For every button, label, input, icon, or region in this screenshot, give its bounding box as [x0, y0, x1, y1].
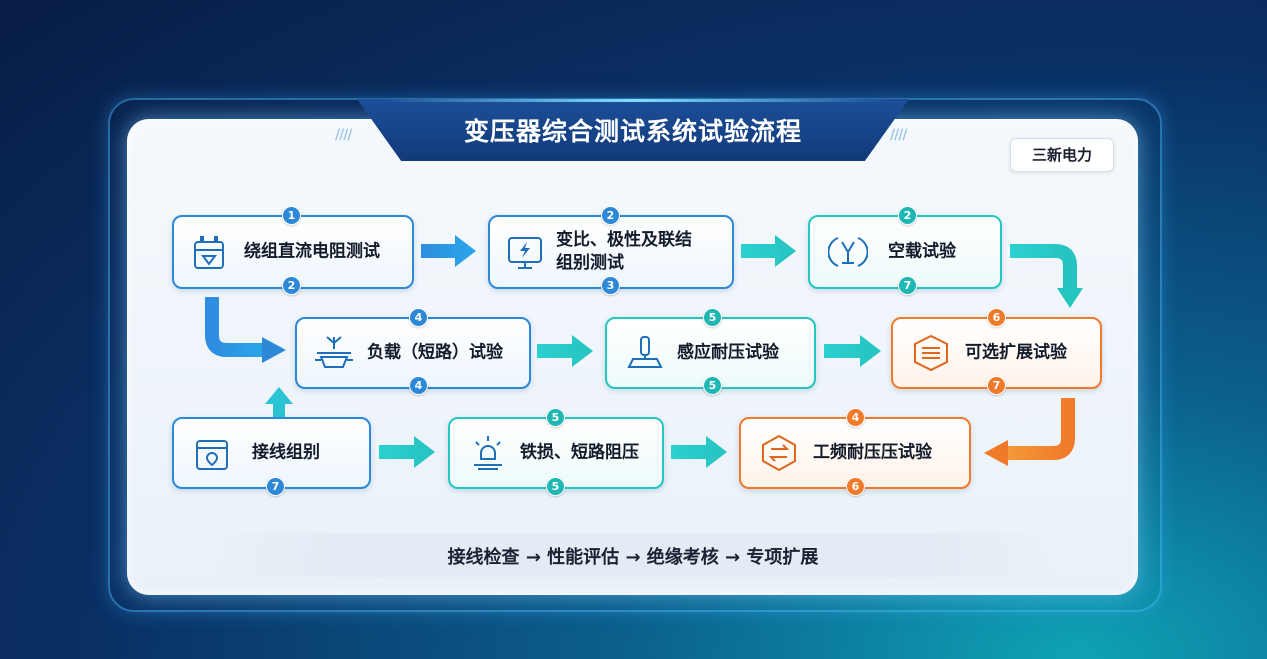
- stripe-decoration-left: ////: [335, 127, 352, 143]
- badge-top: 1: [282, 206, 301, 225]
- process-summary: 接线检查 → 性能评估 → 绝缘考核 → 专项扩展: [447, 547, 819, 568]
- badge-bottom: 5: [546, 477, 565, 496]
- stripe-decoration-right: ////: [890, 127, 907, 143]
- badge-bottom: 7: [266, 477, 285, 496]
- lamp-icon: [474, 436, 502, 470]
- label-line-1: 变比、极性及联结: [556, 230, 692, 250]
- badge-top: 2: [601, 206, 620, 225]
- arrow-1-2: [421, 235, 476, 267]
- title-glow: [380, 99, 886, 102]
- arrow-2-3: [741, 235, 796, 267]
- diagram-title: 变压器综合测试系统试验流程: [463, 117, 802, 146]
- insulator-icon: [828, 237, 868, 267]
- node-label: 工频耐压压试验: [813, 442, 932, 463]
- label-line-2: 组别测试: [556, 253, 624, 273]
- badge-top: 5: [703, 308, 722, 327]
- badge-bottom: 2: [282, 276, 301, 295]
- badge-top: 4: [846, 408, 865, 427]
- node-label: 空载试验: [888, 241, 956, 262]
- badge-top: 2: [898, 206, 917, 225]
- node-label: 可选扩展试验: [965, 342, 1067, 363]
- arrow-5-6: [824, 335, 881, 367]
- node-label: 铁损、短路阻压: [520, 442, 639, 463]
- arrow-3-down: [1010, 244, 1077, 290]
- node-label: 负载（短路）试验: [367, 342, 503, 363]
- hex-arrows-icon: [762, 434, 796, 472]
- node-label: 感应耐压试验: [677, 342, 779, 363]
- footer-bar: [210, 533, 1056, 577]
- title-tab: [357, 99, 909, 161]
- badge-bottom: 4: [409, 376, 428, 395]
- badge-bottom: 7: [898, 276, 917, 295]
- arrow-6-down: [1005, 398, 1075, 460]
- load-icon: [315, 336, 353, 368]
- arrow-8-9: [671, 436, 727, 468]
- badge-bottom: 3: [601, 276, 620, 295]
- box-icon: [914, 334, 948, 372]
- badge-bottom: 5: [703, 376, 722, 395]
- badge-top: 6: [987, 308, 1006, 327]
- badge-bottom: 6: [846, 477, 865, 496]
- monitor-bolt-icon: [508, 237, 542, 269]
- transformer-icon: [194, 236, 224, 269]
- arrow-4-5: [537, 335, 593, 367]
- arrow-7-8: [379, 436, 435, 468]
- joystick-icon: [627, 336, 663, 368]
- badge-bottom: 7: [987, 376, 1006, 395]
- badge-top: 4: [409, 308, 428, 327]
- brand-label: 三新电力: [1010, 138, 1114, 172]
- device-pin-icon: [196, 440, 228, 470]
- arrow-7-up: [273, 402, 285, 418]
- node-label: 绕组直流电阻测试: [244, 241, 380, 262]
- node-label: 接线组别: [252, 442, 320, 463]
- node-label: 变比、极性及联结 组别测试: [556, 229, 692, 275]
- badge-top: 5: [546, 408, 565, 427]
- arrow-1-down: [205, 297, 265, 357]
